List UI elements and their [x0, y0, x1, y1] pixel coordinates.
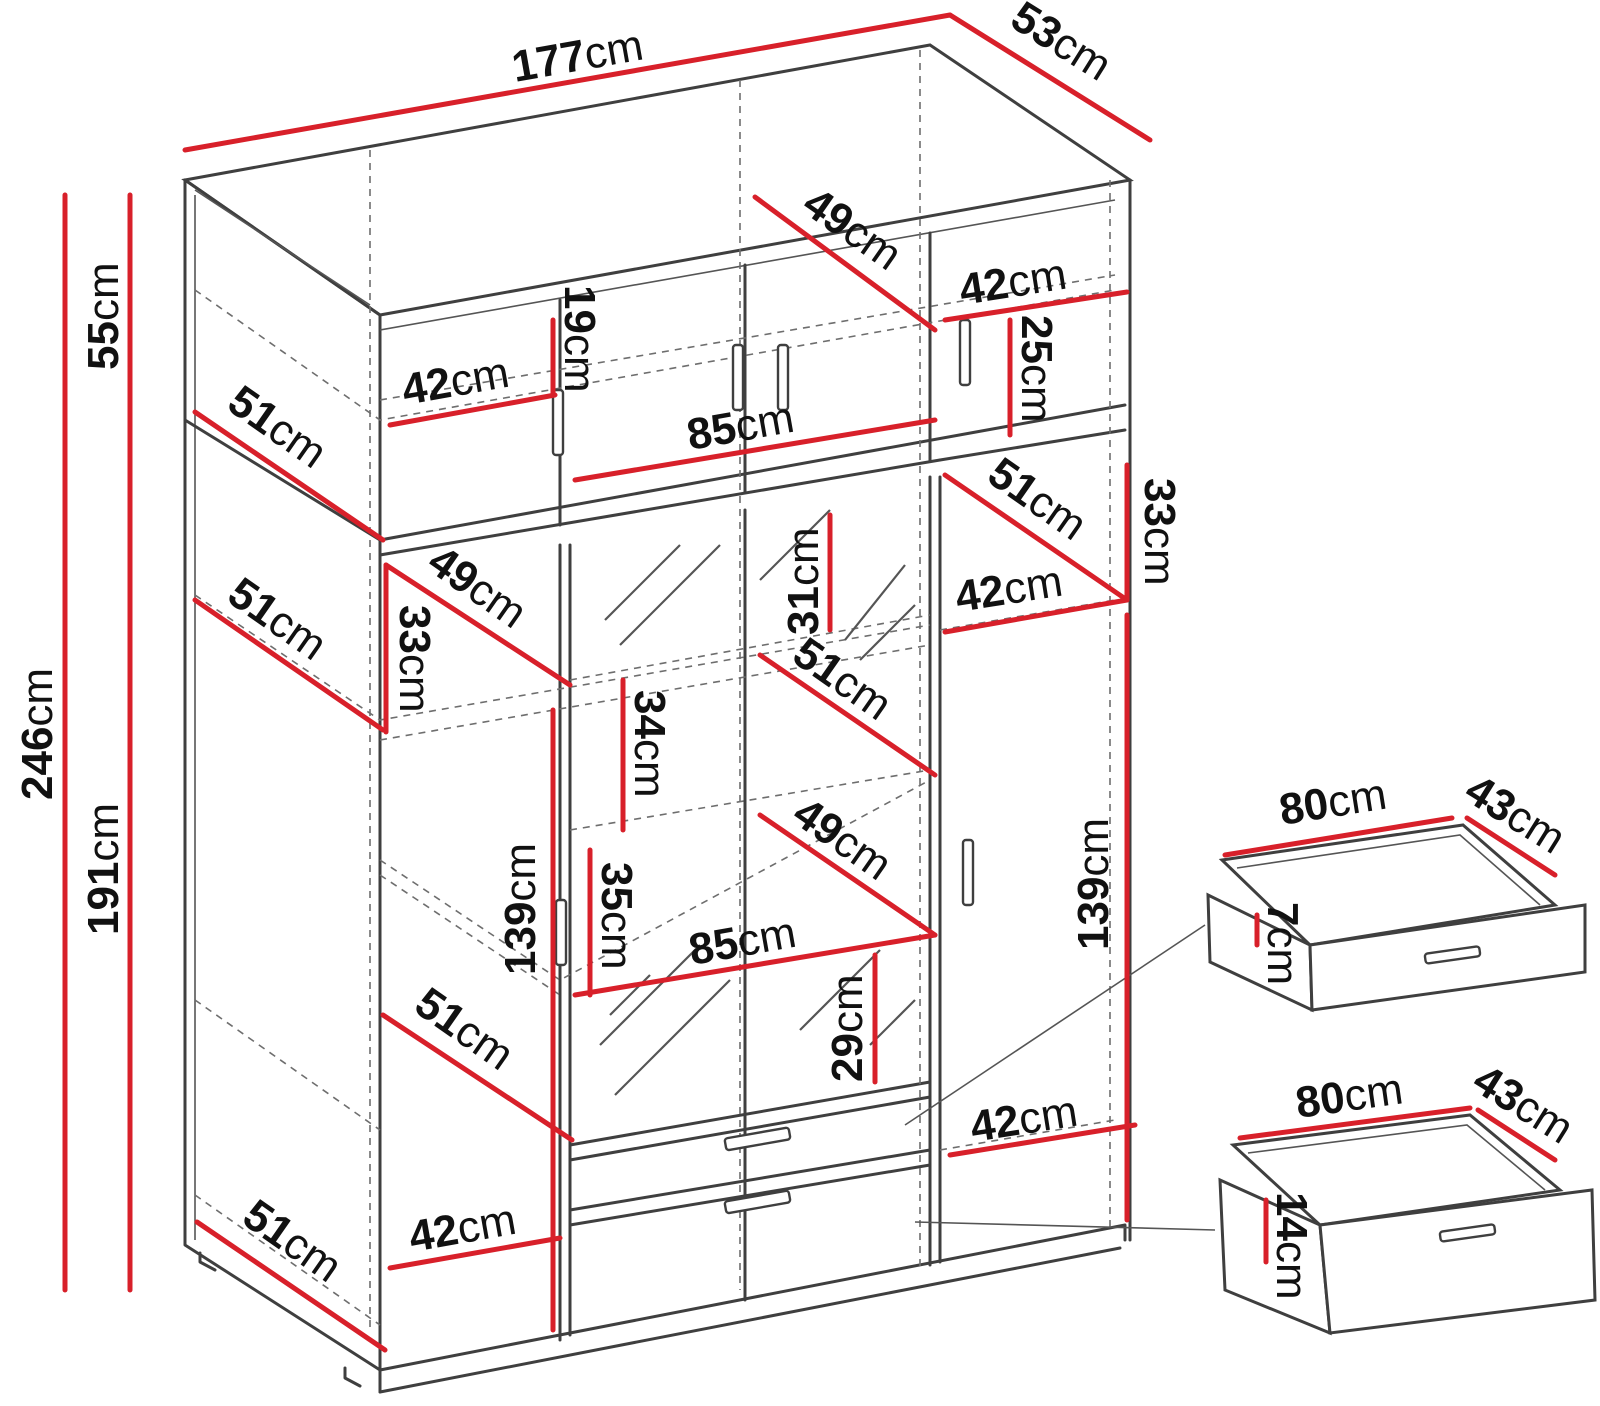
handle-top-left	[551, 388, 565, 457]
drawer-upper-handle	[1423, 945, 1482, 965]
handle-drawer-lower	[723, 1189, 792, 1215]
handle-left-door	[554, 898, 568, 967]
label-top-left-shelf-width: 42cm	[398, 348, 512, 415]
handle-top-mid-right	[776, 343, 790, 412]
label-left-low-depth: 51cm	[406, 978, 522, 1080]
drawer-leader-lines	[904, 924, 1216, 1231]
label-right-low-width: 42cm	[967, 1087, 1081, 1152]
label-mid-height-35: 35cm	[592, 862, 641, 970]
handle-top-mid-left	[731, 343, 745, 412]
label-left-door-height: 139cm	[496, 843, 545, 975]
label-drawer-upper-height: 7cm	[1258, 902, 1307, 985]
dimension-lines	[62, 12, 1558, 1353]
label-upper-right-depth: 51cm	[979, 448, 1095, 550]
label-total-depth: 53cm	[1003, 0, 1120, 91]
label-mid-height-34: 34cm	[625, 690, 674, 798]
label-top-left-height: 19cm	[555, 285, 604, 393]
label-mid-height-29: 29cm	[823, 974, 872, 1082]
label-drawer-lower-height: 14cm	[1267, 1192, 1316, 1300]
label-left-shelf-height: 33cm	[390, 605, 439, 713]
label-top-left-depth: 51cm	[219, 376, 335, 478]
label-bottom-depth: 51cm	[234, 1190, 350, 1292]
label-drawer-upper-width: 80cm	[1276, 770, 1390, 835]
drawer-upper-detail	[1206, 823, 1587, 1013]
handle-drawer-upper	[723, 1126, 792, 1152]
label-upper-right-width: 42cm	[952, 557, 1066, 622]
handle-top-right	[958, 318, 972, 387]
handle-right-door	[961, 838, 975, 907]
drawer-lower-detail	[1218, 1113, 1597, 1336]
handles	[551, 318, 975, 1215]
label-top-right-height: 25cm	[1012, 315, 1061, 423]
label-lower-height: 191cm	[79, 803, 128, 935]
label-drawer-lower-width: 80cm	[1293, 1064, 1406, 1127]
label-top-height: 55cm	[79, 262, 128, 370]
label-left-low-width: 42cm	[405, 1195, 519, 1262]
drawer-lower-handle	[1438, 1223, 1497, 1243]
label-mid-width-85: 85cm	[685, 908, 799, 975]
label-upper-right-height: 33cm	[1135, 478, 1184, 586]
label-mid-depth-49: 49cm	[784, 788, 900, 890]
glass-reflections	[599, 509, 916, 1096]
label-right-door-height: 139cm	[1069, 818, 1118, 950]
label-mid-shelf-depth: 51cm	[784, 628, 900, 730]
label-top-right-width: 42cm	[956, 250, 1070, 315]
label-top-mid-width: 85cm	[683, 393, 797, 460]
label-mid-top-height: 31cm	[779, 527, 828, 635]
label-total-height: 246cm	[13, 668, 62, 800]
